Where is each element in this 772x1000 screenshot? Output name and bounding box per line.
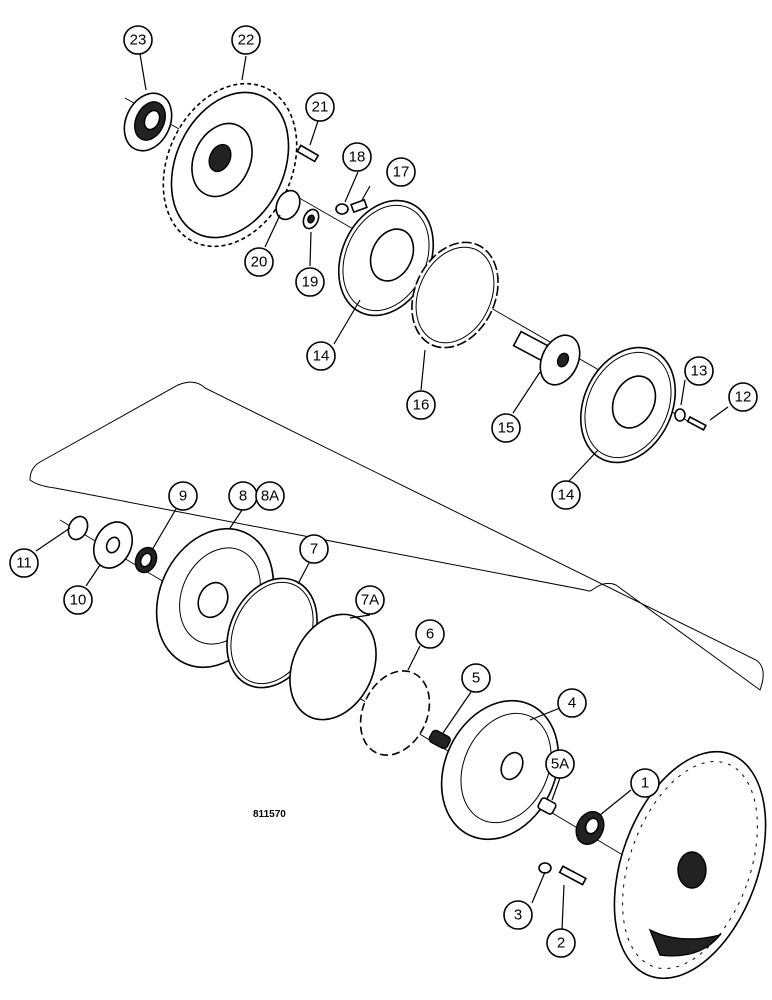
callout-1: 1: [630, 768, 660, 798]
callout-7: 7: [299, 534, 329, 564]
svg-text:23: 23: [130, 32, 147, 49]
part-16-steel-plate: [411, 241, 499, 349]
callout-11: 11: [9, 548, 39, 578]
callout-18: 18: [342, 142, 372, 172]
part-19-washer: [302, 208, 320, 230]
part-1-bearing: [575, 810, 605, 846]
part-17-key: [350, 198, 368, 214]
part-3-washer: [538, 862, 552, 874]
svg-text:12: 12: [735, 389, 752, 406]
callout-17: 17: [386, 157, 416, 187]
svg-text:13: 13: [691, 363, 708, 380]
callout-2: 2: [546, 928, 576, 958]
callout-14-lower: 14: [551, 480, 581, 510]
part-23-bearing: [123, 92, 173, 152]
svg-text:4: 4: [568, 695, 576, 712]
svg-text:20: 20: [251, 254, 268, 271]
svg-text:10: 10: [70, 592, 87, 609]
svg-text:14: 14: [313, 348, 330, 365]
svg-text:21: 21: [312, 99, 329, 116]
svg-text:7: 7: [310, 541, 318, 558]
part-22-gear: [162, 82, 298, 248]
part-14-friction-disc-upper: [337, 199, 435, 317]
callout-20: 20: [244, 247, 274, 277]
part-2-bolt: [558, 865, 587, 886]
svg-text:11: 11: [16, 555, 32, 572]
callout-12: 12: [728, 382, 758, 412]
callout-15: 15: [491, 413, 521, 443]
part-13-washer: [674, 408, 686, 422]
callout-13: 13: [684, 356, 714, 386]
part-5-bushing: [428, 729, 451, 750]
svg-text:22: 22: [238, 32, 255, 49]
svg-text:14: 14: [558, 487, 575, 504]
callout-3: 3: [503, 900, 533, 930]
svg-text:3: 3: [514, 907, 522, 924]
part-5a-bushing: [537, 797, 557, 815]
svg-text:18: 18: [349, 149, 366, 166]
callout-8a: 8A: [255, 481, 285, 511]
svg-text:5: 5: [472, 670, 480, 687]
part-21-pin: [296, 144, 320, 163]
callout-4: 4: [557, 688, 587, 718]
callout-5a: 5A: [545, 749, 575, 779]
svg-text:6: 6: [426, 626, 434, 643]
callout-7a: 7A: [355, 585, 385, 615]
callout-8: 8: [228, 481, 258, 511]
part-9-bearing: [134, 546, 158, 574]
assembly-group-outline: [29, 381, 764, 691]
part-12-bolt: [686, 415, 707, 431]
part-14-friction-disc-lower: [579, 346, 677, 464]
svg-text:15: 15: [498, 420, 515, 437]
leader-lines: [35, 53, 729, 931]
svg-text:7A: 7A: [361, 592, 379, 609]
callout-9: 9: [168, 481, 198, 511]
part-4-clutch-housing: [440, 699, 560, 841]
part-10-washer: [92, 521, 134, 569]
svg-text:16: 16: [413, 397, 430, 414]
part-cover-plate: [613, 750, 767, 980]
svg-text:17: 17: [393, 164, 410, 181]
callout-14-upper: 14: [306, 341, 336, 371]
svg-text:8A: 8A: [261, 488, 279, 505]
callout-22: 22: [231, 25, 261, 55]
part-15-hub: [512, 330, 581, 386]
callout-16: 16: [406, 390, 436, 420]
svg-text:5A: 5A: [551, 756, 569, 773]
callout-6: 6: [415, 619, 445, 649]
callout-23: 23: [123, 25, 153, 55]
callout-labels: 23 22 21 18 17 20 19 14 16 15 13 12 14 1…: [9, 25, 758, 958]
svg-text:19: 19: [302, 274, 319, 291]
svg-text:2: 2: [557, 935, 565, 952]
callout-19: 19: [295, 267, 325, 297]
callout-10: 10: [63, 585, 93, 615]
part-11-snap-ring: [67, 515, 89, 541]
part-6-spring-plate: [359, 670, 431, 756]
svg-text:9: 9: [179, 488, 187, 505]
part-20-snap-ring: [275, 189, 301, 221]
callout-5: 5: [461, 663, 491, 693]
reference-number: 811570: [253, 809, 286, 820]
callout-21: 21: [305, 92, 335, 122]
part-18-nut: [335, 203, 349, 215]
svg-text:8: 8: [239, 488, 247, 505]
svg-text:1: 1: [641, 775, 649, 792]
